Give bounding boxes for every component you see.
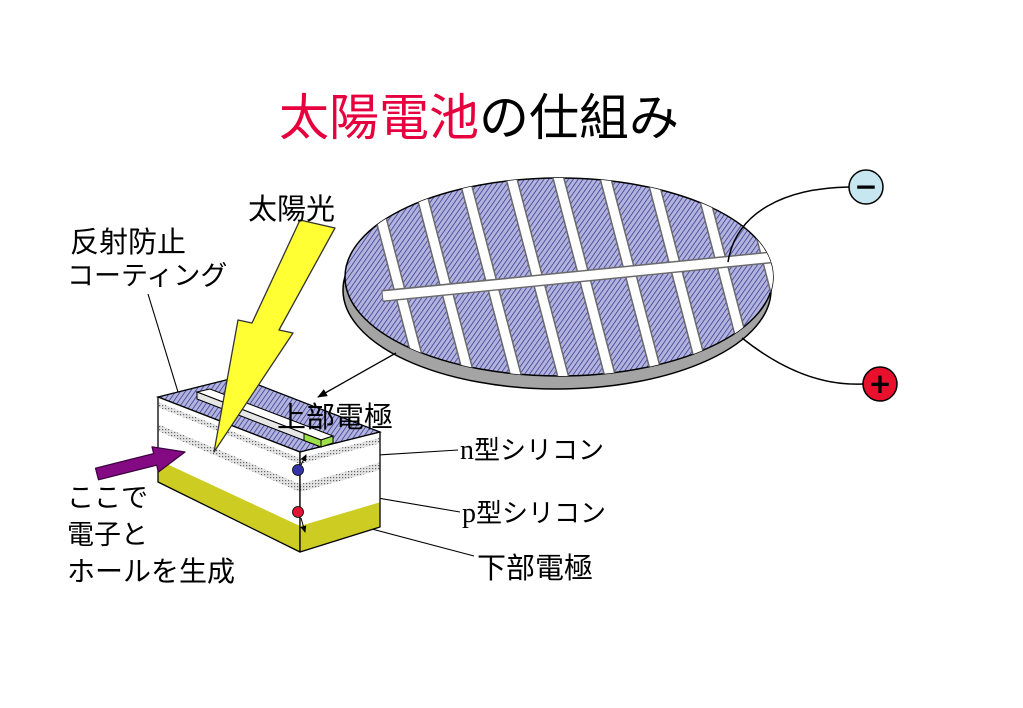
solar-wafer — [342, 177, 774, 390]
page-title: 太陽電池の仕組み — [279, 89, 679, 147]
electron-dot — [292, 464, 304, 476]
generation-arrow — [94, 446, 186, 481]
positive-terminal: + — [862, 366, 898, 402]
hole — [292, 506, 307, 533]
top-electrode-label: 上部電極 — [277, 400, 393, 434]
p-type-silicon-label: p型シリコン — [462, 498, 606, 529]
cell-side-face — [299, 431, 381, 553]
strip-end-cap — [320, 435, 334, 448]
minus-icon: − — [854, 170, 877, 203]
title-rest: の仕組み — [479, 89, 679, 147]
sunlight-arrow — [213, 219, 336, 453]
anti-reflection-layer-side — [300, 437, 380, 464]
plus-icon: + — [868, 367, 891, 400]
positive-wire — [741, 337, 864, 385]
anti-reflection-layer — [158, 402, 300, 464]
hole-arrow — [300, 517, 307, 533]
positive-terminal-circle — [862, 366, 898, 402]
bottom-electrode-layer-side — [300, 502, 380, 552]
p-type-suffix: 型シリコン — [476, 499, 606, 529]
bottom-electrode-leader — [367, 527, 475, 557]
top-electrode-pointer — [317, 352, 397, 398]
p-type-leader — [365, 495, 461, 513]
p-type-layer — [158, 431, 300, 526]
negative-terminal: − — [848, 169, 884, 205]
generation-note-line2: 電子と — [67, 520, 148, 551]
bottom-electrode-layer — [158, 459, 300, 552]
ar-coating-leader — [147, 293, 179, 393]
generation-note-line1: ここで — [67, 483, 148, 514]
electron — [292, 454, 307, 476]
negative-terminal-circle — [848, 169, 884, 205]
top-layer-side — [300, 432, 380, 458]
generation-note-line3: ホールを生成 — [67, 555, 235, 588]
p-type-layer-side — [300, 470, 380, 526]
n-type-layer — [158, 407, 300, 484]
title-highlight: 太陽電池 — [279, 89, 479, 147]
hole-dot — [292, 506, 304, 518]
pn-junction-layer — [158, 424, 300, 492]
cell-front-face — [157, 396, 301, 553]
ar-coating-label-line2: コーティング — [67, 261, 227, 292]
n-type-layer-side — [300, 443, 380, 484]
p-type-letter: p — [462, 498, 476, 529]
n-type-silicon-label: n型シリコン — [460, 435, 604, 466]
ar-coating-label-line1: 反射防止 — [70, 225, 186, 259]
side-face-outline — [299, 431, 381, 553]
bottom-electrode-label: 下部電極 — [477, 551, 593, 585]
busbar — [381, 251, 773, 302]
electron-arrow — [300, 454, 307, 466]
cell-cross-section — [155, 376, 383, 553]
sunlight-label: 太陽光 — [248, 192, 335, 226]
negative-wire — [727, 186, 850, 263]
n-type-suffix: 型シリコン — [474, 436, 604, 466]
n-type-letter: n — [460, 435, 474, 466]
pn-junction-layer-side — [300, 462, 380, 492]
